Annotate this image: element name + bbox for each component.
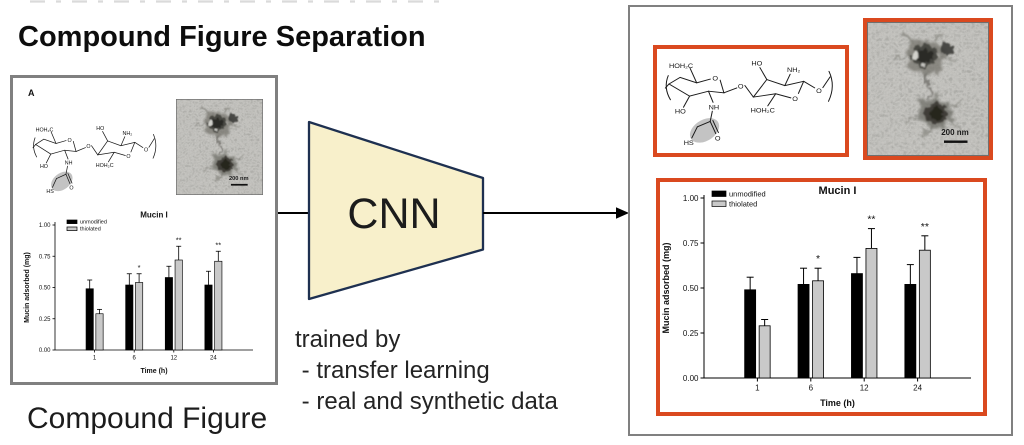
y-tick-label: 1.00 bbox=[683, 194, 699, 203]
y-tick-label: 0.00 bbox=[683, 374, 699, 383]
page-title: Compound Figure Separation bbox=[18, 21, 426, 53]
legend-swatch-thiolated bbox=[66, 226, 78, 231]
legend-swatch-thiolated bbox=[711, 200, 727, 207]
separated-chem-frame bbox=[653, 45, 849, 157]
compound-figure-caption: Compound Figure bbox=[27, 402, 268, 435]
training-note-line: trained by bbox=[295, 326, 401, 353]
significance-star: ** bbox=[215, 240, 221, 249]
legend-swatch-unmodified bbox=[711, 190, 727, 197]
compound-figure-box: A 0.00 0.25 0.50 0.75 1.00 1 6 * 12 ** 24 ** Mucin I… bbox=[10, 75, 278, 385]
chem-structure-large bbox=[664, 60, 833, 149]
bar-thiolated bbox=[135, 282, 144, 351]
bar-thiolated bbox=[758, 325, 771, 379]
legend-label: thiolated bbox=[729, 200, 757, 209]
tem-image-small bbox=[176, 99, 263, 195]
bar-unmodified bbox=[125, 284, 134, 351]
significance-star: ** bbox=[867, 214, 875, 226]
training-note-line: - transfer learning bbox=[295, 357, 490, 384]
bar-chart-large: 0.00 0.25 0.50 0.75 1.00 1 6 * 12 ** 24 ** Mucin I Ti… bbox=[661, 185, 971, 408]
separated-tem-frame bbox=[863, 18, 993, 160]
legend-label: thiolated bbox=[80, 227, 101, 233]
bar-thiolated bbox=[812, 280, 824, 379]
training-note: trained by - transfer learning - real an… bbox=[295, 324, 558, 417]
bar-unmodified bbox=[744, 289, 757, 379]
separated-figures-box: 0.00 0.25 0.50 0.75 1.00 1 6 * 12 ** 24 ** Mucin I Ti… bbox=[628, 5, 1013, 436]
separated-chart-frame: 0.00 0.25 0.50 0.75 1.00 1 6 * 12 ** 24 ** Mucin I Ti… bbox=[656, 178, 987, 416]
cnn-trapezoid bbox=[307, 120, 485, 301]
chart-title: Mucin I bbox=[819, 185, 857, 197]
y-tick-label: 0.25 bbox=[39, 317, 51, 323]
x-axis-title: Time (h) bbox=[140, 368, 167, 375]
significance-star: ** bbox=[921, 221, 929, 233]
x-tick-label: 24 bbox=[210, 356, 217, 362]
bar-thiolated bbox=[865, 248, 878, 379]
x-tick-label: 1 bbox=[755, 384, 760, 393]
x-tick-label: 24 bbox=[913, 384, 922, 393]
bar-chart-small: 0.00 0.25 0.50 0.75 1.00 1 6 * 12 ** 24 ** Mucin I Ti… bbox=[24, 211, 253, 375]
y-tick-label: 0.50 bbox=[39, 286, 51, 292]
y-tick-label: 0.50 bbox=[683, 284, 699, 293]
y-tick-label: 1.00 bbox=[39, 223, 51, 229]
chem-structure-small bbox=[32, 125, 157, 196]
tem-image-large bbox=[867, 22, 989, 156]
bar-unmodified bbox=[851, 273, 863, 379]
significance-star: ** bbox=[176, 235, 182, 244]
x-tick-label: 12 bbox=[170, 356, 177, 362]
significance-star: * bbox=[138, 263, 141, 272]
x-tick-label: 1 bbox=[93, 356, 97, 362]
x-tick-label: 6 bbox=[809, 384, 814, 393]
y-tick-label: 0.00 bbox=[39, 348, 51, 354]
bar-unmodified bbox=[85, 288, 94, 351]
bar-unmodified bbox=[204, 284, 213, 351]
panel-letter: A bbox=[28, 88, 35, 98]
bar-thiolated bbox=[214, 260, 223, 351]
bar-thiolated bbox=[95, 313, 104, 351]
bar-thiolated bbox=[174, 259, 183, 351]
y-axis-title: Mucin adsorbed (mg) bbox=[661, 242, 671, 333]
x-tick-label: 6 bbox=[133, 356, 137, 362]
x-tick-label: 12 bbox=[860, 384, 869, 393]
cnn-label: CNN bbox=[347, 190, 440, 238]
bar-unmodified bbox=[164, 277, 173, 351]
y-axis-title: Mucin adsorbed (mg) bbox=[24, 252, 31, 323]
legend-label: unmodified bbox=[80, 220, 107, 226]
bar-thiolated bbox=[918, 249, 931, 379]
significance-star: * bbox=[816, 253, 820, 265]
legend-label: unmodified bbox=[729, 190, 766, 199]
training-note-line: - real and synthetic data bbox=[295, 388, 558, 415]
legend-swatch-unmodified bbox=[66, 219, 78, 224]
y-tick-label: 0.75 bbox=[39, 254, 51, 260]
bar-unmodified bbox=[797, 284, 810, 379]
bar-unmodified bbox=[904, 284, 917, 379]
x-axis-title: Time (h) bbox=[820, 398, 855, 408]
y-tick-label: 0.25 bbox=[683, 329, 699, 338]
y-tick-label: 0.75 bbox=[683, 239, 699, 248]
chart-title: Mucin I bbox=[140, 211, 168, 220]
